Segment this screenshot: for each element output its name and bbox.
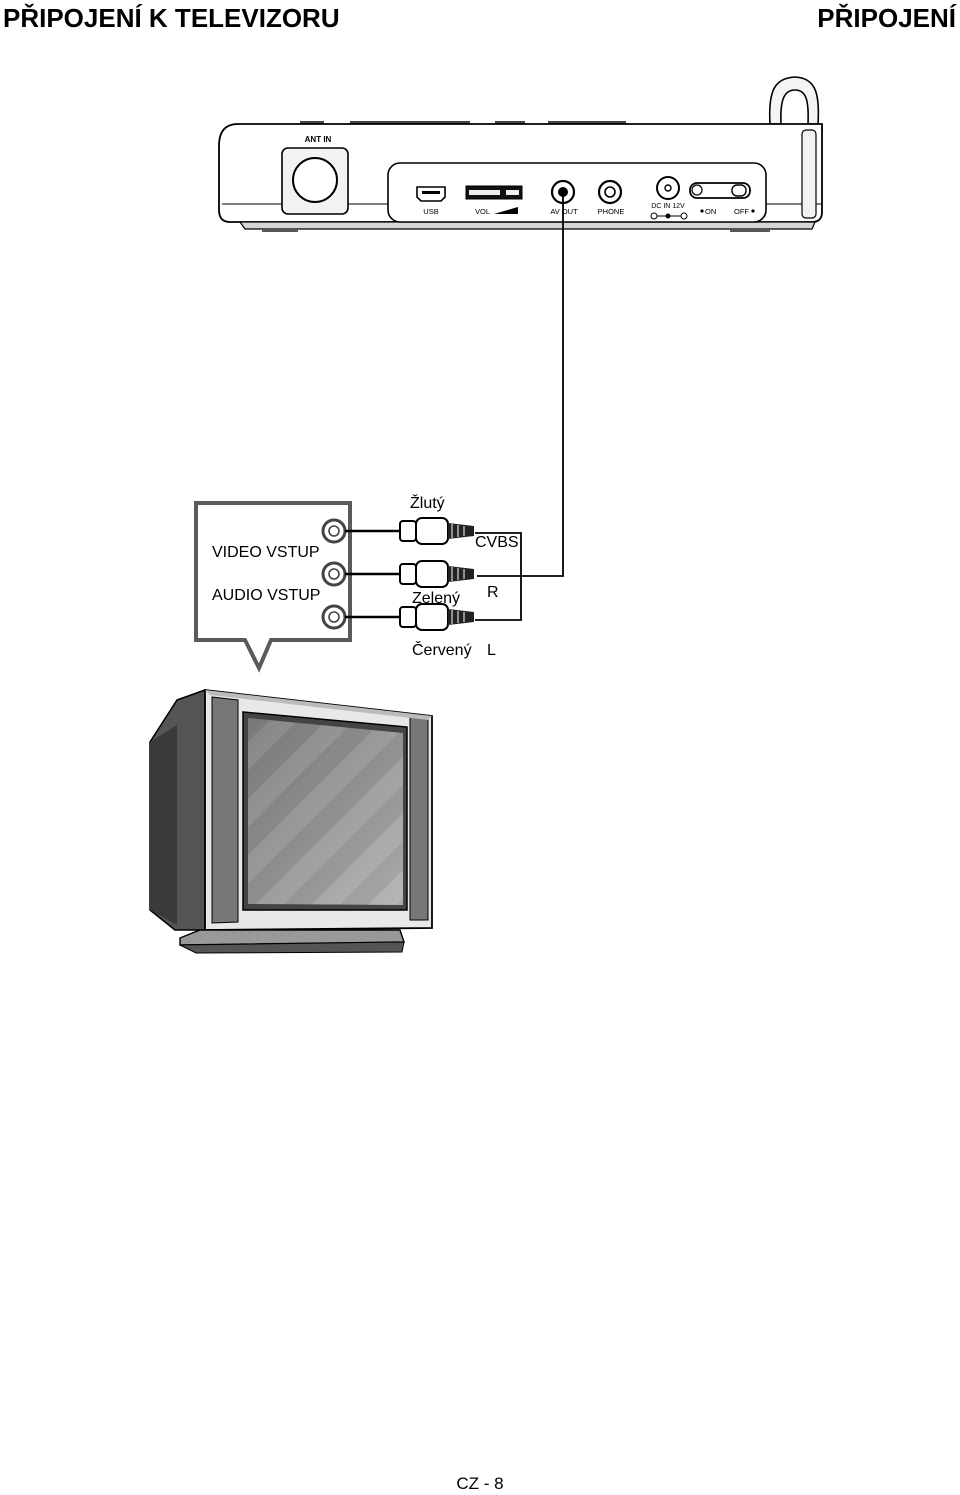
red-label: Červený bbox=[412, 640, 472, 659]
green-label: Zelený bbox=[412, 590, 460, 607]
player-handle bbox=[768, 76, 820, 125]
green-rca-plug bbox=[345, 560, 474, 588]
ant-in-label: ANT IN bbox=[305, 135, 332, 144]
section-title: PŘIPOJENÍ bbox=[817, 3, 956, 33]
av-out-label: AV OUT bbox=[550, 207, 578, 216]
video-input-socket bbox=[321, 518, 347, 544]
vol-label: VOL bbox=[475, 207, 490, 216]
audio-right-socket bbox=[321, 561, 347, 587]
off-label: OFF bbox=[734, 207, 749, 216]
l-label: L bbox=[487, 642, 496, 659]
usb-label: USB bbox=[423, 207, 438, 216]
dvd-player-side-panel: ANT IN USB VOL AV OUT PHONE DC IN 12V bbox=[218, 76, 823, 232]
ant-in-port bbox=[292, 157, 338, 203]
phone-label: PHONE bbox=[598, 207, 625, 216]
polarity-icon bbox=[650, 212, 688, 220]
volume-ramp-icon bbox=[494, 207, 518, 214]
yellow-rca-plug bbox=[345, 517, 474, 545]
cvbs-label: CVBS bbox=[475, 534, 519, 551]
page-number: CZ - 8 bbox=[456, 1474, 504, 1493]
red-rca-plug bbox=[345, 603, 474, 631]
on-label: ON bbox=[705, 207, 716, 216]
av-cable bbox=[475, 192, 564, 621]
dc-in-label: DC IN 12V bbox=[651, 203, 685, 210]
audio-left-socket bbox=[321, 604, 347, 630]
television bbox=[149, 688, 433, 954]
yellow-label: Žlutý bbox=[410, 493, 445, 512]
video-input-label: VIDEO VSTUP bbox=[212, 544, 320, 561]
page-title: PŘIPOJENÍ K TELEVIZORU bbox=[3, 3, 340, 33]
r-label: R bbox=[487, 584, 499, 601]
audio-input-label: AUDIO VSTUP bbox=[212, 587, 320, 604]
tv-input-callout: VIDEO VSTUP AUDIO VSTUP bbox=[194, 501, 352, 673]
